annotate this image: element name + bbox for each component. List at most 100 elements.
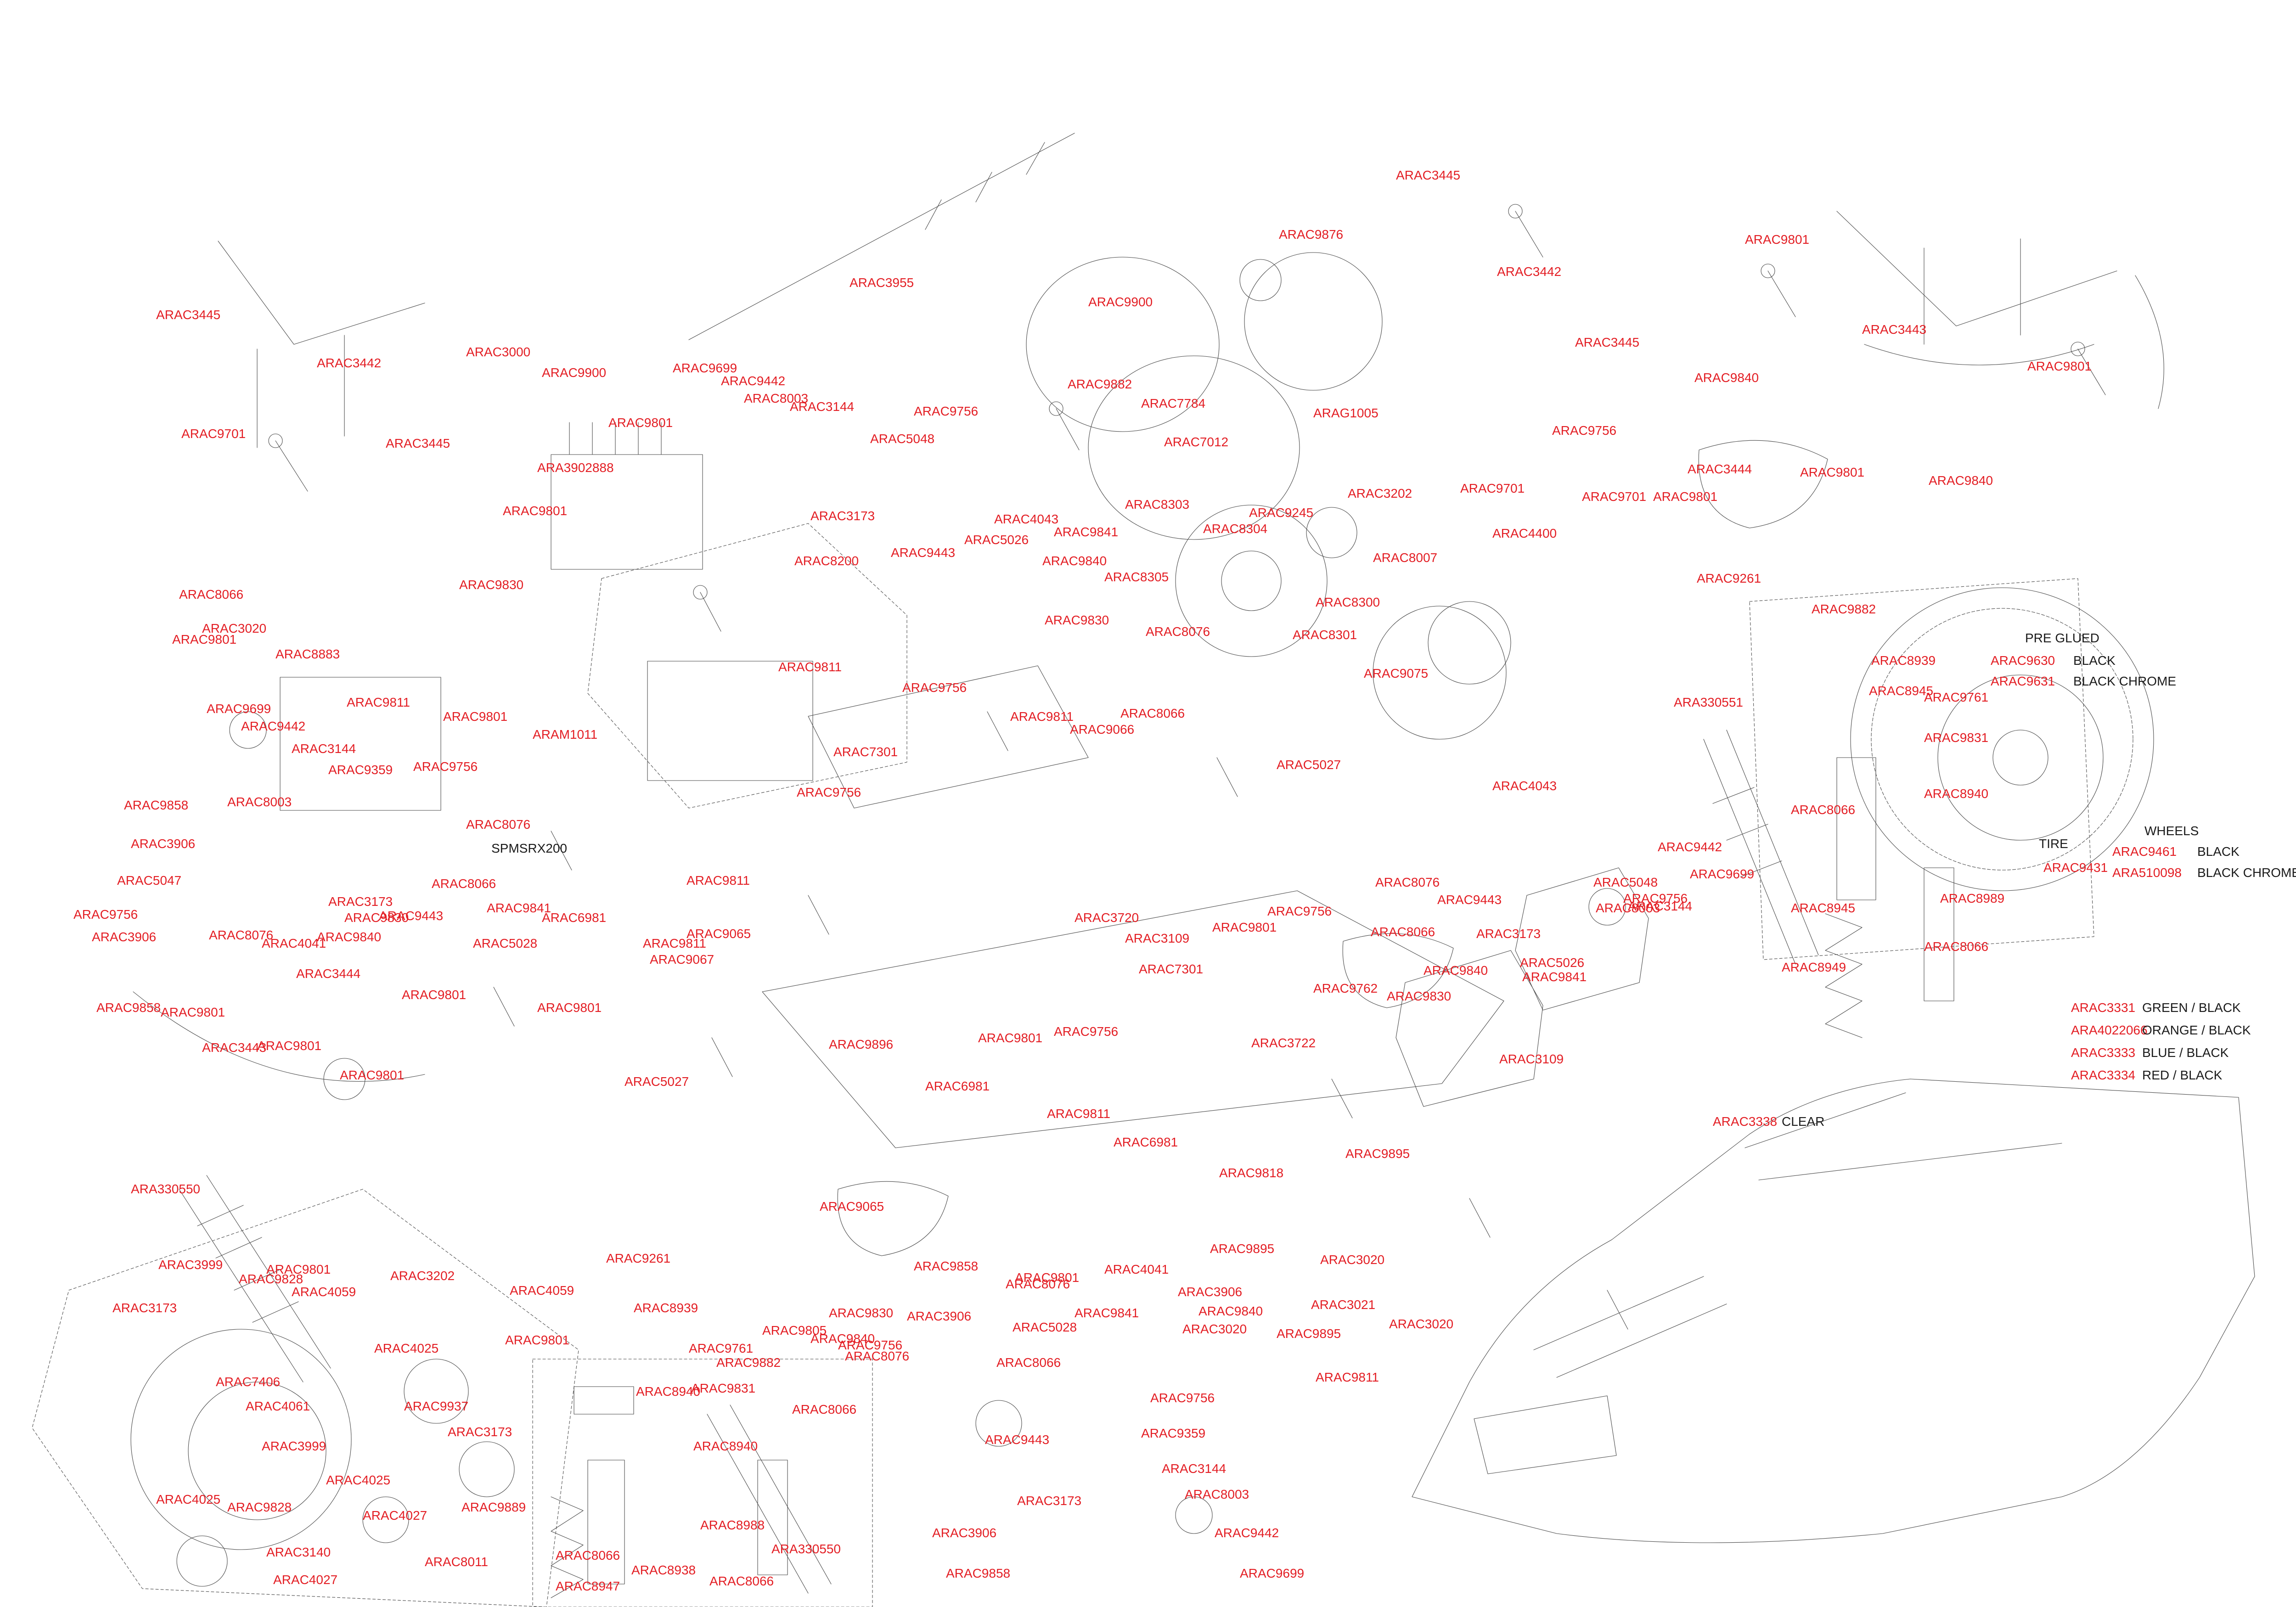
part-label: ARAC9882 (1812, 601, 1876, 616)
shock-left-sketch (179, 1175, 331, 1382)
part-label: ARAC3906 (131, 836, 196, 851)
part-label: ARAC9756 (1054, 1024, 1119, 1039)
bevel-gear2-sketch (459, 1442, 514, 1497)
front-bumper-sketch (133, 992, 425, 1081)
part-label: ARAC8076 (1006, 1276, 1070, 1291)
annotation-label: SPMSRX200 (491, 841, 567, 855)
motor-plate-sketch (1026, 257, 1219, 432)
part-label: ARAC9831 (691, 1381, 756, 1395)
receiver-box-sketch (647, 661, 813, 781)
part-label: ARAC9895 (1277, 1326, 1341, 1341)
part-label: ARAC9261 (1697, 571, 1761, 585)
part-label: ARAC8003 (1185, 1487, 1249, 1501)
spur-hub-sketch (1221, 551, 1281, 611)
part-label: ARAC9756 (1267, 904, 1332, 918)
part-label: ARAC9756 (1552, 423, 1617, 438)
screw-head-sketch (2071, 342, 2085, 356)
bearing-sketch (1589, 888, 1626, 925)
part-label: ARAC4041 (262, 936, 326, 950)
part-label: ARAC9895 (1345, 1146, 1410, 1161)
part-label: ARA510098 (2112, 865, 2182, 880)
part-label: ARAC9701 (1460, 481, 1525, 495)
part-label: ARAC3109 (1499, 1051, 1564, 1066)
part-label: ARAC5047 (117, 873, 182, 888)
shock-shaft-bottom-sketch (758, 1460, 788, 1575)
part-label: ARAC9699 (207, 701, 271, 716)
esc-fins-sketch (569, 422, 661, 455)
part-label: ARAC3173 (113, 1301, 177, 1315)
part-label: ARAC5028 (473, 936, 538, 950)
part-label: ARAC9830 (1387, 989, 1452, 1003)
part-label: ARAC5048 (870, 431, 935, 446)
shock-assembled-right-sketch (1704, 730, 1818, 964)
part-label: ARAC9889 (461, 1500, 526, 1514)
part-label: ARAC3140 (266, 1545, 331, 1559)
part-label: ARAC8066 (1120, 706, 1185, 720)
part-label: ARAC9801 (537, 1000, 602, 1015)
part-label: ARAC9830 (829, 1305, 894, 1320)
part-label: ARAC8076 (1146, 624, 1210, 639)
part-label: ARAC5027 (1277, 758, 1341, 772)
part-label: ARAC8940 (693, 1439, 758, 1453)
part-label: ARAC9699 (1690, 867, 1755, 881)
part-label: ARAC9830 (1045, 613, 1109, 627)
bearing-sketch (324, 1058, 365, 1100)
part-label: ARAC8945 (1869, 684, 1934, 698)
part-label: ARAC9830 (459, 578, 524, 592)
part-label: ARAC9805 (762, 1323, 827, 1337)
part-label: ARAC3020 (1320, 1253, 1385, 1267)
shock-spring-bottom-sketch (551, 1497, 583, 1598)
part-label: ARAC9858 (914, 1259, 979, 1273)
part-label: ARAC8076 (466, 817, 531, 832)
part-label: ARAC3442 (317, 356, 382, 370)
screw-head-sketch (1508, 204, 1522, 218)
part-label: ARAC4059 (292, 1285, 356, 1299)
annotation-label: RED / BLACK (2142, 1068, 2223, 1082)
part-label: ARAC8883 (276, 646, 340, 661)
part-label: ARAC3334 (2071, 1068, 2136, 1082)
part-label: ARAC3173 (1017, 1494, 1082, 1508)
part-label: ARAC3144 (1162, 1461, 1227, 1476)
servo-sketch (280, 677, 441, 810)
part-label: ARAC4043 (994, 511, 1059, 526)
part-label: ARAC8945 (1791, 900, 1856, 915)
part-label: ARAC3144 (790, 399, 855, 414)
shock-shaft-right-sketch (1924, 868, 1954, 1001)
part-label: ARAC4027 (273, 1572, 338, 1587)
part-label: ARAC3202 (1348, 486, 1412, 500)
part-label: ARAC9443 (1437, 893, 1502, 907)
part-label: ARA4022066 (2071, 1023, 2148, 1037)
part-label: ARAC9075 (1364, 666, 1429, 680)
part-label: ARAC9359 (328, 762, 393, 777)
part-label: ARAC3999 (262, 1439, 326, 1453)
shock-body-bottom-sketch (588, 1460, 625, 1584)
annotation-label: GREEN / BLACK (2142, 1000, 2241, 1015)
part-label: ARAC3444 (296, 966, 361, 981)
part-label: ARAC9442 (1215, 1526, 1279, 1540)
body-grille-sketch (1474, 1396, 1616, 1474)
part-label: ARAC9858 (124, 798, 189, 812)
part-label: ARAC8303 (1125, 497, 1190, 511)
part-label: ARAC8066 (792, 1402, 857, 1416)
part-label: ARAC9900 (542, 365, 607, 380)
annotation-label: BLACK (2073, 653, 2116, 668)
rear-diff-ring-sketch (1428, 601, 1511, 684)
part-label: ARAC9756 (838, 1337, 903, 1352)
part-label: ARAC3202 (390, 1269, 455, 1283)
shock-box-bottom-outline-sketch (533, 1359, 872, 1607)
part-label: ARAC9066 (1070, 722, 1135, 736)
part-label: ARAC3331 (2071, 1000, 2136, 1015)
part-label: ARAC9811 (643, 936, 707, 950)
part-label: ARAC3144 (1628, 899, 1693, 913)
part-label: ARAC5027 (625, 1074, 689, 1089)
part-label: ARA330550 (771, 1542, 841, 1556)
part-label: ARA3902888 (537, 460, 614, 475)
part-label: ARAC9801 (1800, 465, 1865, 479)
part-label: ARAC9858 (946, 1566, 1011, 1580)
part-label: ARAC7406 (216, 1375, 281, 1389)
part-label: ARAC8076 (845, 1349, 910, 1363)
shock-spring-right-sketch (1825, 914, 1862, 1038)
part-label: ARAC9701 (1582, 489, 1647, 504)
diff-pinion2-sketch (177, 1536, 227, 1586)
